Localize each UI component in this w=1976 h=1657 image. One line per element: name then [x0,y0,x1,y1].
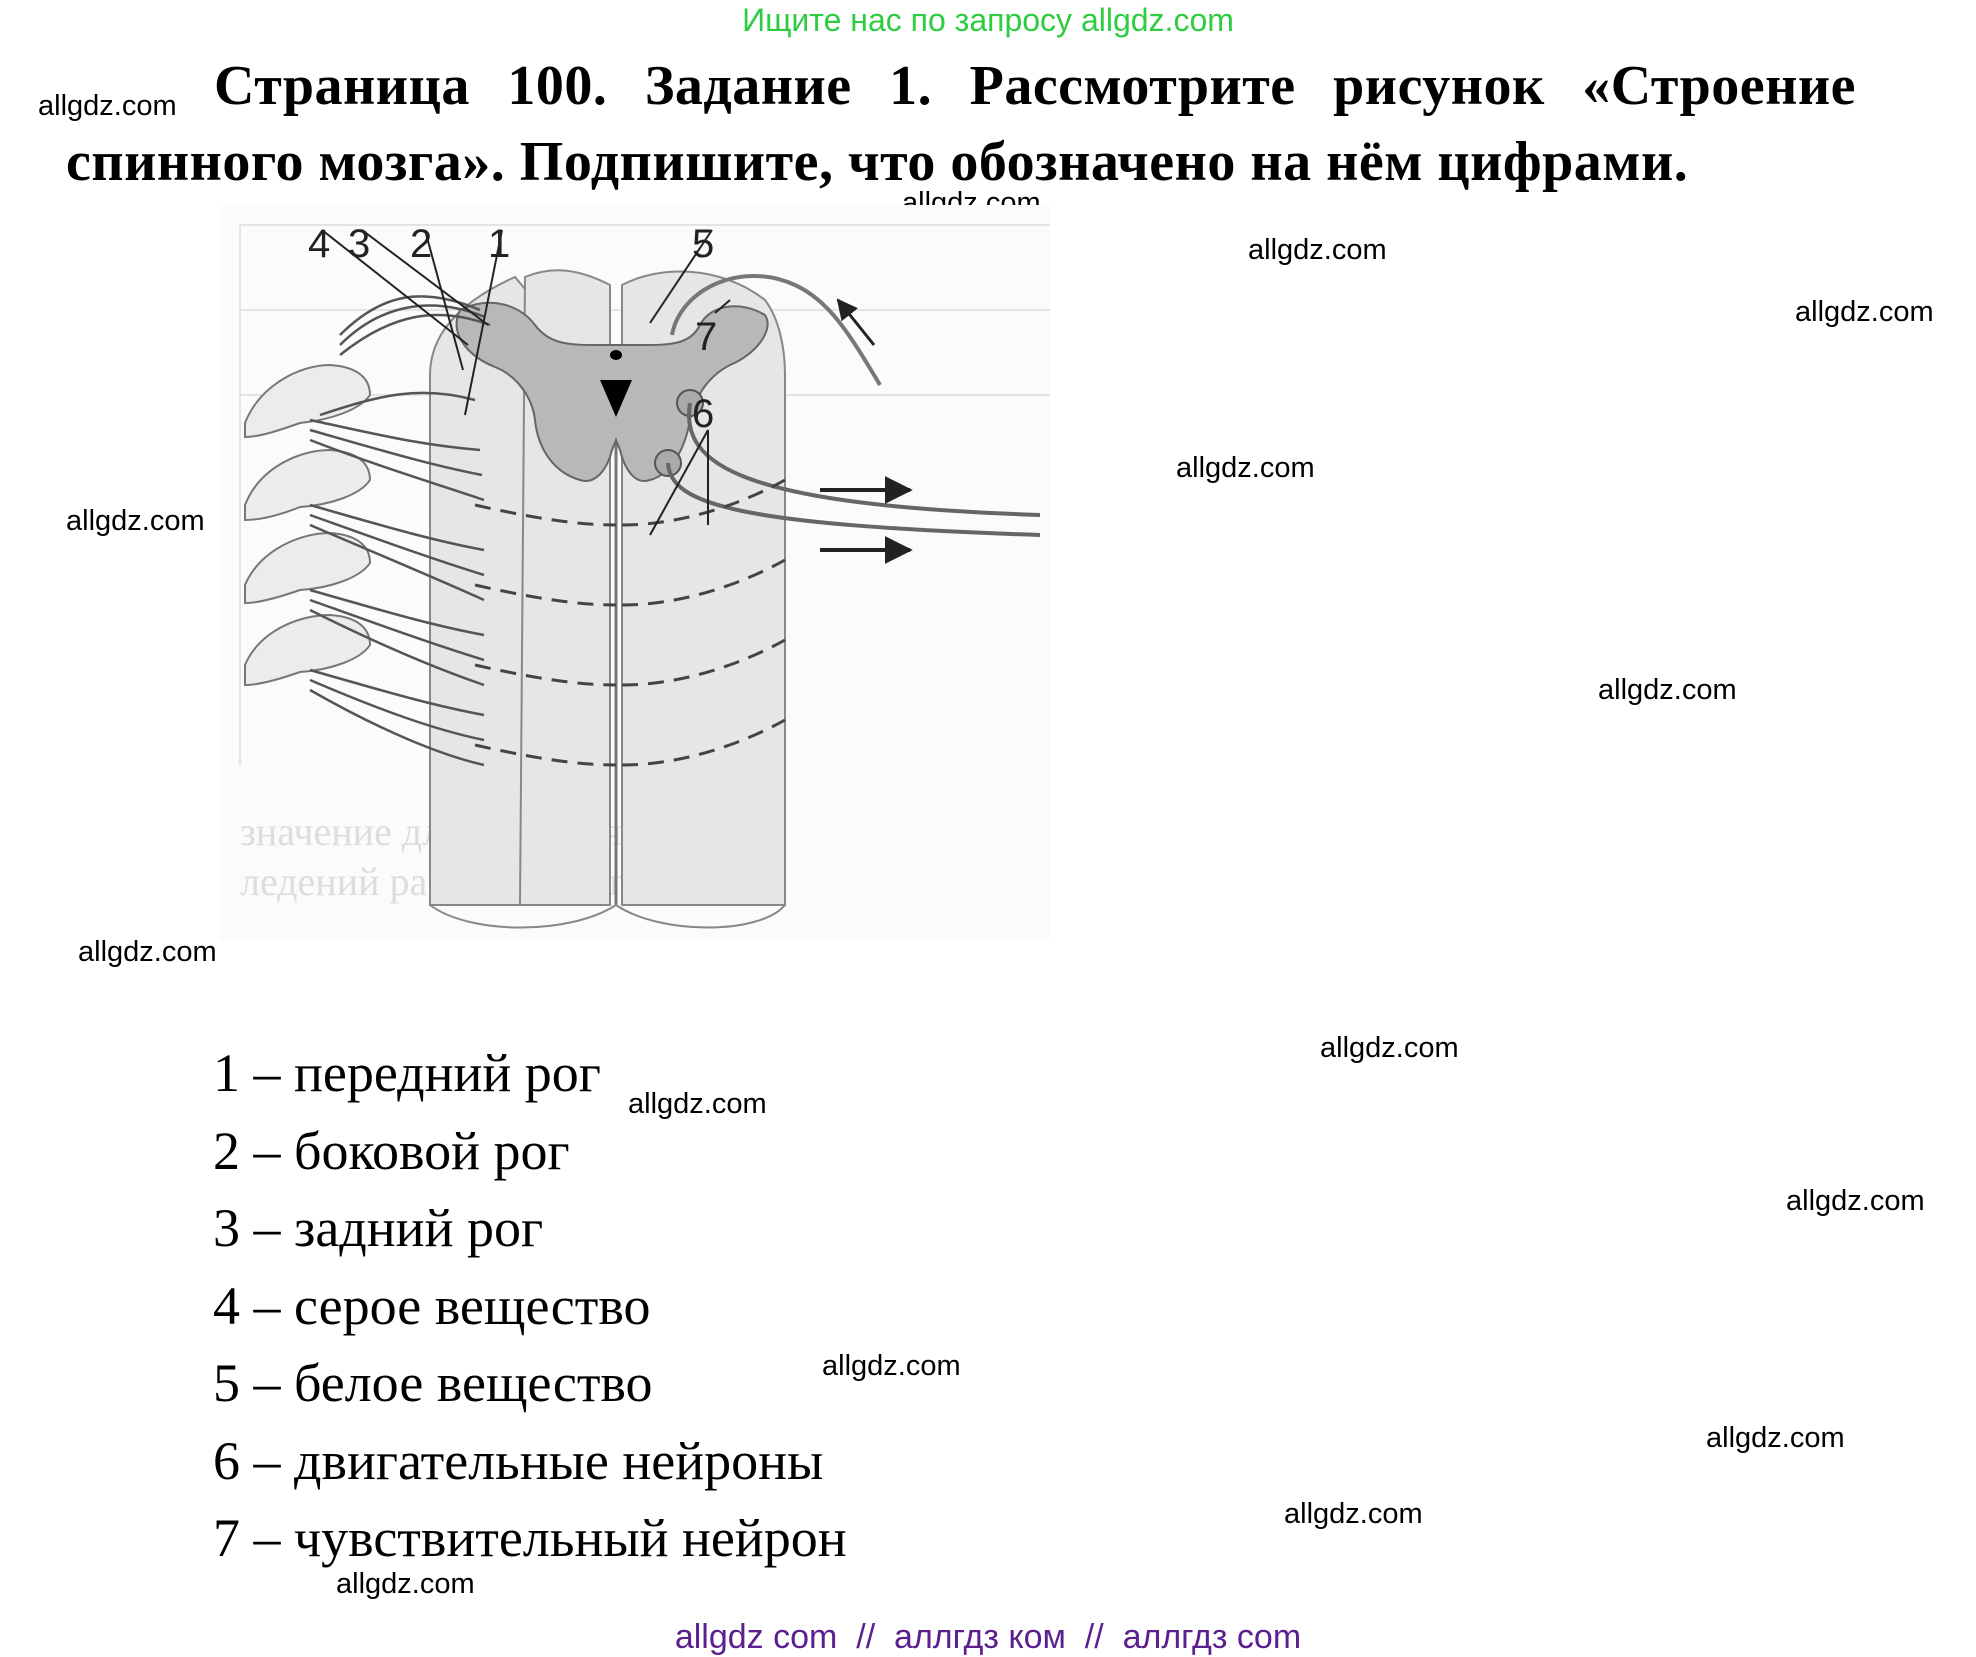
watermark: allgdz.com [822,1350,961,1382]
watermark: allgdz.com [38,90,177,122]
watermark: allgdz.com [1598,674,1737,706]
top-banner: Ищите нас по запросу allgdz.com [742,2,1234,38]
figure-label: 7 [695,315,717,359]
answer-item: 1 – передний рог [213,1043,601,1103]
figure-label: 3 [348,222,370,266]
answer-item: 3 – задний рог [213,1198,544,1258]
answer-item: 7 – чувствительный нейрон [213,1508,847,1568]
task-title: Страница 100. Задание 1. Рассмотрите рис… [66,48,1856,200]
watermark: allgdz.com [1706,1422,1845,1454]
task-title-text: Страница 100. Задание 1. Рассмотрите рис… [66,55,1856,193]
spinal-cord-figure: значение для здоровья имеет ледений рабо… [220,205,1050,940]
watermark: allgdz.com [66,505,205,537]
watermark: allgdz.com [1176,452,1315,484]
answer-item: 6 – двигательные нейроны [213,1430,824,1491]
figure-label: 6 [692,392,714,436]
footer-credit: allgdz com // аллгдз ком // аллгдз com [674,1618,1302,1656]
watermark: allgdz.com [336,1568,475,1600]
figure-label: 1 [488,222,510,266]
answer-list: 1 – передний рог 2 – боковой рог 3 – зад… [213,1035,847,1578]
figure-label: 2 [410,222,432,266]
watermark: allgdz.com [1795,296,1934,328]
figure-label: 5 [692,222,714,266]
watermark: allgdz.com [1786,1185,1925,1217]
answer-item: 4 – серое вещество [213,1275,651,1336]
figure-label: 4 [308,222,330,266]
watermark: allgdz.com [628,1088,767,1120]
answer-item: 5 – белое вещество [213,1353,653,1413]
watermark: allgdz.com [1284,1498,1423,1530]
watermark: allgdz.com [1248,234,1387,266]
watermark: allgdz.com [78,936,217,968]
answer-item: 2 – боковой рог [213,1120,570,1181]
watermark: allgdz.com [1320,1032,1459,1064]
